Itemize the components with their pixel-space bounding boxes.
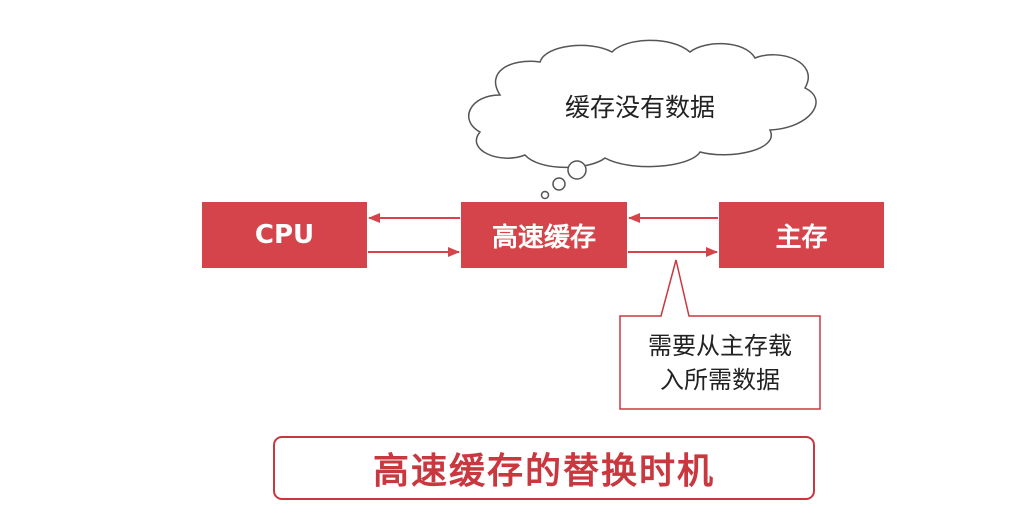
cloud-text: 缓存没有数据 bbox=[564, 93, 715, 122]
memory-label: 主存 bbox=[775, 222, 828, 253]
diagram-title: 高速缓存的替换时机 bbox=[372, 451, 715, 492]
memory-box: 主存 bbox=[719, 202, 884, 268]
callout-text: 需要从主存载 入所需数据 bbox=[622, 329, 818, 397]
callout-shape bbox=[619, 259, 821, 410]
callout-line-2: 入所需数据 bbox=[660, 366, 780, 394]
cpu-box: CPU bbox=[202, 202, 367, 268]
cpu-label: CPU bbox=[254, 220, 315, 250]
cache-box: 高速缓存 bbox=[461, 202, 627, 268]
callout-line-1: 需要从主存载 bbox=[648, 332, 792, 360]
cache-label: 高速缓存 bbox=[491, 222, 596, 253]
title-box: 高速缓存的替换时机 bbox=[273, 436, 815, 500]
thought-cloud bbox=[468, 39, 817, 200]
